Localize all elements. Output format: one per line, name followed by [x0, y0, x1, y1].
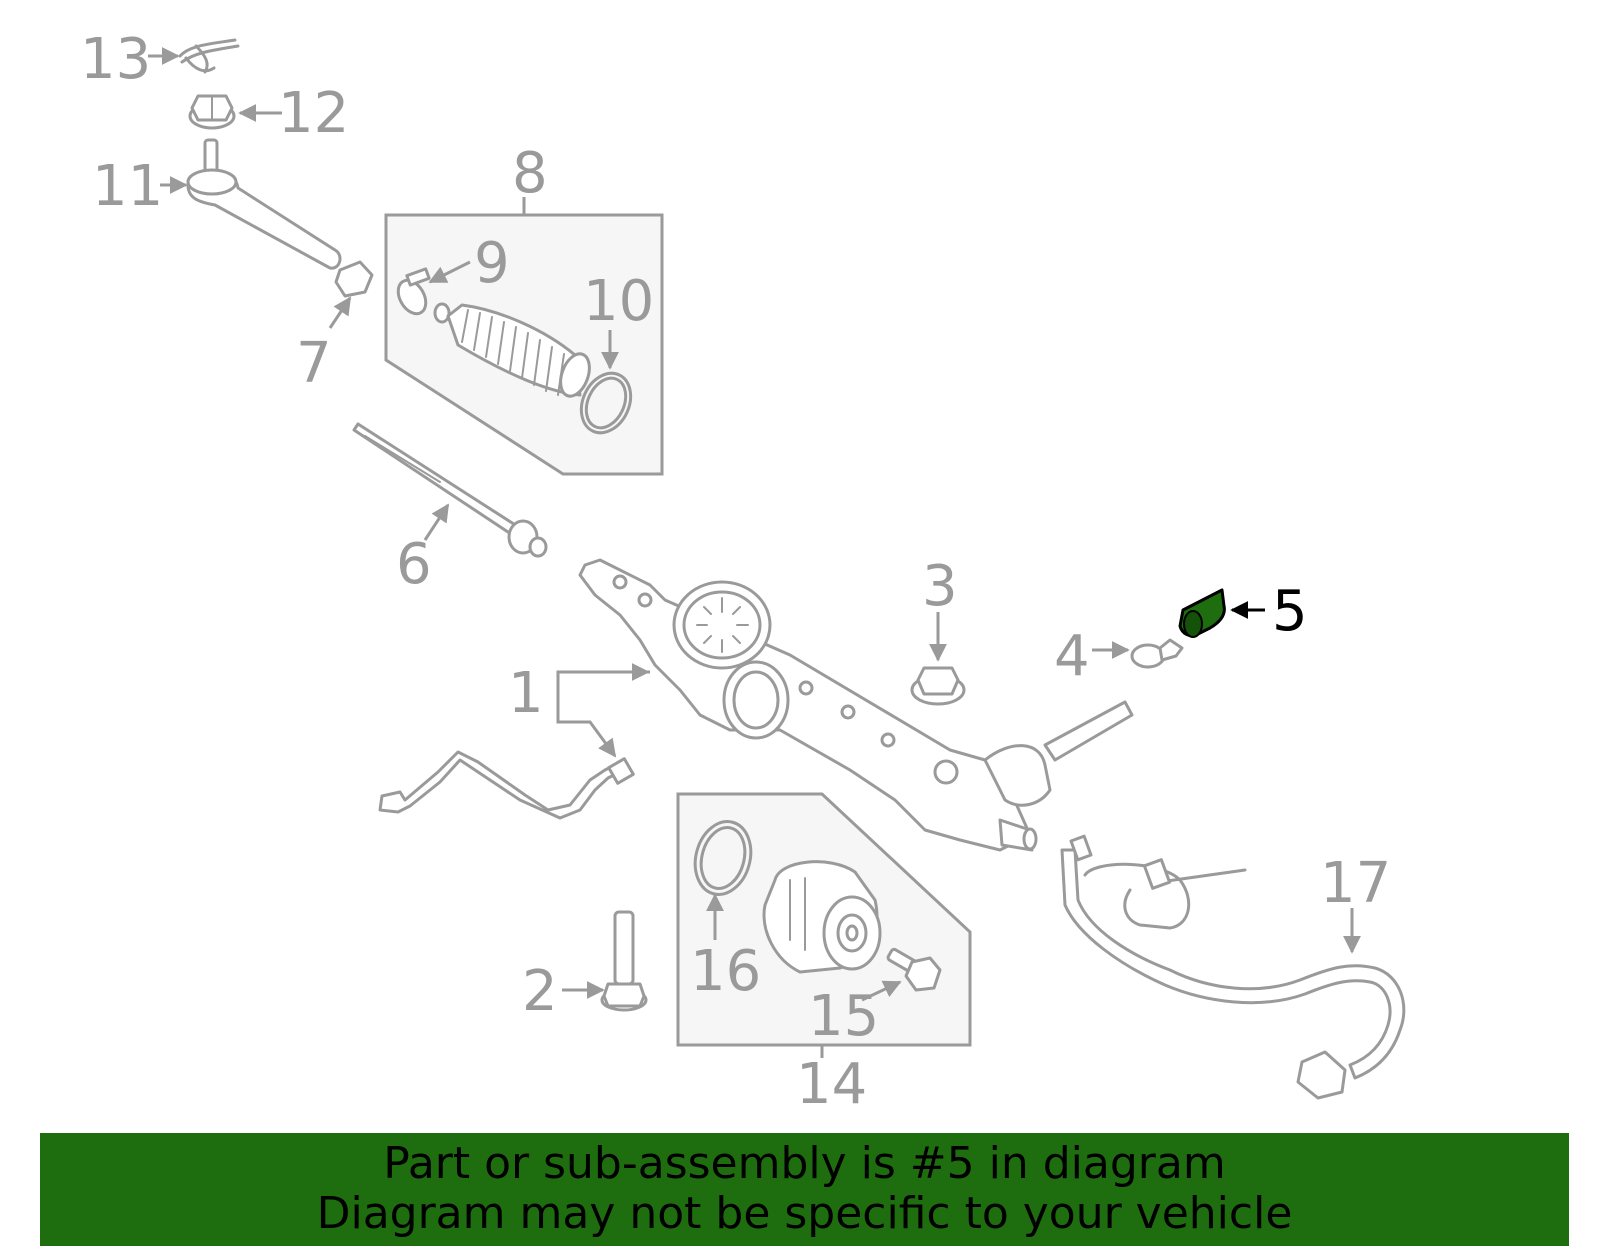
callout-5-highlighted: 5	[1272, 579, 1308, 644]
callout-17: 17	[1320, 851, 1391, 916]
part-11-tie-rod-end	[186, 138, 342, 270]
part-5-cap-highlighted	[1178, 588, 1226, 638]
callout-2: 2	[522, 959, 558, 1024]
part-17-harness	[1060, 834, 1406, 1100]
part-15-bolt	[886, 947, 942, 992]
leader-lines	[148, 47, 1361, 1058]
callout-8: 8	[512, 141, 548, 206]
part-10-ring	[579, 371, 633, 435]
part-4-seal	[1130, 638, 1184, 669]
parts-diagram: 13 12 11 7 8 9 10 6 1 3 4 5 2 16 15 14 1…	[80, 27, 1406, 1117]
part-1-harness	[378, 750, 635, 820]
callout-11: 11	[92, 154, 163, 219]
part-3-nut	[910, 666, 966, 706]
callout-4: 4	[1054, 624, 1090, 689]
callout-12: 12	[278, 81, 349, 146]
callout-3: 3	[922, 554, 958, 619]
part-7-jam-nut	[334, 260, 374, 298]
part-8-bellows-boot	[433, 302, 591, 398]
part-6-inner-tie-rod	[352, 422, 548, 558]
banner-line-2: Diagram may not be specific to your vehi…	[316, 1188, 1293, 1239]
callout-14: 14	[796, 1052, 867, 1117]
part-2-bolt	[600, 910, 648, 1012]
part-9-clamp	[396, 267, 431, 316]
callout-13: 13	[80, 27, 151, 92]
callout-10: 10	[583, 269, 654, 334]
part-12-nut	[188, 94, 236, 130]
callout-6: 6	[396, 532, 432, 597]
part-1-steering-gear	[578, 558, 1134, 852]
info-banner: Part or sub-assembly is #5 in diagram Di…	[40, 1133, 1569, 1246]
callout-9: 9	[474, 231, 510, 296]
part-13-clip	[178, 38, 240, 74]
callout-15: 15	[808, 984, 879, 1049]
callout-16: 16	[690, 939, 761, 1004]
part-14-pump	[762, 860, 882, 974]
banner-line-1: Part or sub-assembly is #5 in diagram	[383, 1138, 1226, 1189]
callout-1: 1	[508, 661, 544, 726]
callout-7: 7	[296, 331, 332, 396]
